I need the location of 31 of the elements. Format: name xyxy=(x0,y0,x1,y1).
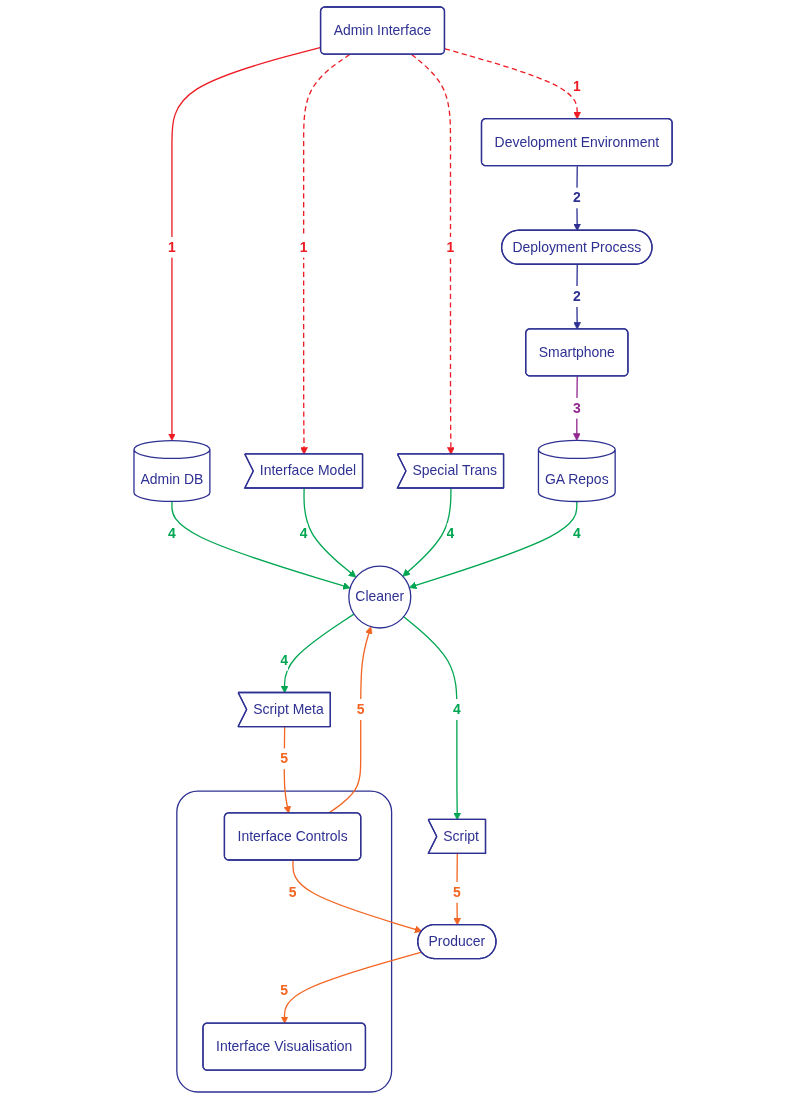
edge-label: 5 xyxy=(357,701,366,717)
edge-label: 4 xyxy=(168,525,177,541)
edge-label: 1 xyxy=(447,239,455,255)
arrow xyxy=(171,500,351,590)
arrow xyxy=(573,165,582,232)
edge-label: 3 xyxy=(573,400,582,416)
arrow xyxy=(453,853,462,926)
edge-label: 5 xyxy=(280,982,289,998)
edge-label: 5 xyxy=(280,750,289,766)
edge-label: 1 xyxy=(168,239,177,255)
arrow xyxy=(281,951,423,1024)
arrow xyxy=(284,726,292,814)
edge-label: 1 xyxy=(573,78,582,94)
edge-label: 1 xyxy=(300,239,308,255)
edge-label: 5 xyxy=(453,884,462,900)
edge-label: 4 xyxy=(447,525,455,541)
edge-label: 4 xyxy=(300,525,308,541)
arrow xyxy=(328,626,373,814)
node-circle: Cleaner xyxy=(348,565,412,629)
arrow xyxy=(573,375,582,441)
edge-label: 5 xyxy=(289,884,297,900)
edge-label: 2 xyxy=(573,190,582,205)
edge-label: 4 xyxy=(453,701,462,717)
cluster xyxy=(176,790,393,1093)
arrow xyxy=(573,264,582,330)
edge-label: 4 xyxy=(573,525,582,541)
arrow xyxy=(292,859,423,934)
arrow xyxy=(409,500,578,590)
arrow xyxy=(444,48,582,120)
edge-label: 4 xyxy=(280,652,289,668)
edge-label: 2 xyxy=(573,288,582,304)
